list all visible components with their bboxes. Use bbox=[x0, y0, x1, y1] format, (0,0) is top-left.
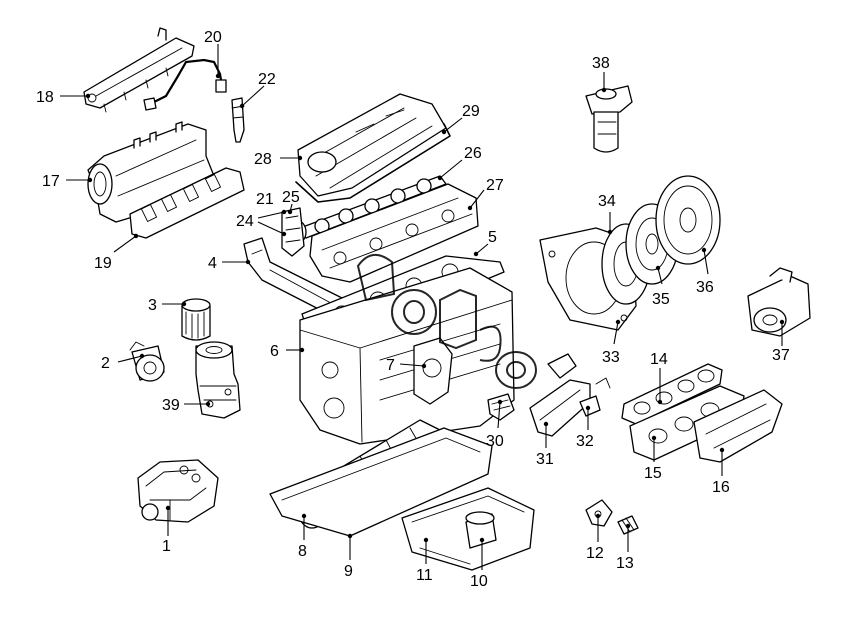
part-heat-shield bbox=[693, 389, 783, 463]
callout-26: 26 bbox=[464, 145, 482, 162]
callout-20: 20 bbox=[204, 29, 222, 46]
callout-24: 24 bbox=[236, 213, 254, 230]
callout-36: 36 bbox=[696, 279, 714, 296]
callout-34: 34 bbox=[598, 193, 616, 210]
callout-15: 15 bbox=[644, 465, 662, 482]
part-valve-cover bbox=[297, 93, 447, 197]
callout-8: 8 bbox=[298, 543, 307, 560]
part-fuel-filter bbox=[585, 85, 633, 153]
callout-35: 35 bbox=[652, 291, 670, 308]
part-engine-block bbox=[299, 267, 515, 445]
part-high-pressure-fuel-line bbox=[143, 58, 227, 111]
part-timing-tensioner bbox=[281, 207, 305, 257]
part-exhaust-gasket bbox=[621, 363, 723, 425]
callout-29: 29 bbox=[462, 103, 480, 120]
callout-22: 22 bbox=[258, 71, 276, 88]
watermark-icon bbox=[356, 254, 537, 389]
part-oil-strainer bbox=[465, 511, 497, 549]
callout-labels: 1 2 3 4 5 6 7 8 9 10 11 12 13 14 15 16 1… bbox=[36, 29, 790, 590]
callout-3: 3 bbox=[148, 297, 157, 314]
part-lower-crankcase bbox=[269, 427, 493, 537]
callout-14: 14 bbox=[650, 351, 668, 368]
callout-25: 25 bbox=[282, 189, 300, 206]
part-injector bbox=[231, 97, 245, 143]
part-valve-cover-gasket bbox=[295, 123, 451, 203]
part-sensor bbox=[585, 499, 613, 527]
callout-30: 30 bbox=[486, 433, 504, 450]
part-starter-motor bbox=[747, 267, 811, 337]
part-oil-filter-housing bbox=[195, 341, 241, 419]
part-tensioner-pulley bbox=[129, 341, 165, 382]
callout-16: 16 bbox=[712, 479, 730, 496]
callout-10: 10 bbox=[470, 573, 488, 590]
callout-12: 12 bbox=[586, 545, 604, 562]
callout-32: 32 bbox=[576, 433, 594, 450]
callout-2: 2 bbox=[101, 355, 110, 372]
part-thermostat bbox=[487, 393, 515, 421]
callout-31: 31 bbox=[536, 451, 554, 468]
callout-28: 28 bbox=[254, 151, 272, 168]
callout-6: 6 bbox=[270, 343, 279, 360]
callout-9: 9 bbox=[344, 563, 353, 580]
part-fuel-rail bbox=[83, 27, 195, 113]
callout-38: 38 bbox=[592, 55, 610, 72]
leader-lines bbox=[60, 44, 785, 570]
callout-13: 13 bbox=[616, 555, 634, 572]
part-cylinder-head bbox=[309, 183, 479, 283]
part-coolant-outlet bbox=[529, 353, 591, 437]
part-oil-filter bbox=[181, 298, 211, 341]
callout-11: 11 bbox=[416, 567, 433, 584]
callout-33: 33 bbox=[602, 349, 620, 366]
callout-5: 5 bbox=[488, 229, 497, 246]
part-temperature-sensor bbox=[579, 377, 611, 417]
part-flywheel bbox=[655, 175, 721, 265]
callout-37: 37 bbox=[772, 347, 790, 364]
callout-1: 1 bbox=[162, 538, 171, 555]
callout-19: 19 bbox=[94, 255, 112, 272]
callout-17: 17 bbox=[42, 173, 60, 190]
callout-27: 27 bbox=[486, 177, 504, 194]
callout-39: 39 bbox=[162, 397, 180, 414]
callout-18: 18 bbox=[36, 89, 54, 106]
callout-7: 7 bbox=[386, 357, 395, 374]
part-fuel-injection-pump bbox=[137, 459, 219, 523]
part-intake-gasket bbox=[129, 167, 245, 239]
callout-21: 21 bbox=[256, 191, 274, 208]
callout-4: 4 bbox=[208, 255, 217, 272]
